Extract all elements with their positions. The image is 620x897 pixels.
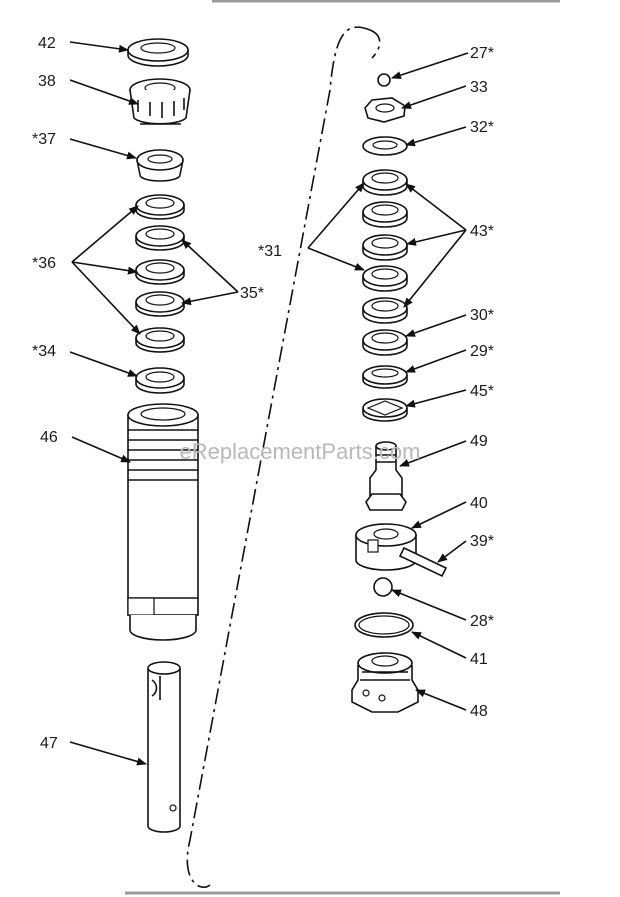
label-42: 42 xyxy=(38,35,56,52)
part-39-pin xyxy=(398,546,448,578)
label-37: *37 xyxy=(32,131,56,148)
part-31-packing-3 xyxy=(362,297,408,324)
label-47: 47 xyxy=(40,735,58,752)
label-46: 46 xyxy=(40,429,58,446)
part-40-valve-housing xyxy=(355,523,417,571)
part-33-nut xyxy=(364,97,406,123)
watermark-text: eReplacementParts.com xyxy=(180,439,421,464)
label-40: 40 xyxy=(470,495,488,512)
part-36-packing-1 xyxy=(135,194,185,220)
part-37-gland xyxy=(136,149,184,182)
part-30-packing xyxy=(362,329,408,356)
part-35-packing-2 xyxy=(135,291,185,317)
leader-lines xyxy=(69,41,469,766)
group-outline-cap xyxy=(369,29,381,59)
label-31: *31 xyxy=(258,243,282,260)
part-34-ring xyxy=(135,367,185,394)
part-48-foot-valve xyxy=(351,652,419,713)
part-31-packing-2 xyxy=(362,234,408,261)
part-35-packing-1 xyxy=(135,225,185,251)
part-45-ring xyxy=(362,398,408,422)
label-49: 49 xyxy=(470,433,488,450)
part-36-packing-3 xyxy=(135,327,185,353)
label-43: 43* xyxy=(470,223,494,240)
part-32-washer xyxy=(362,136,408,156)
label-33: 33 xyxy=(470,79,488,96)
part-29-packing xyxy=(362,365,408,389)
part-31-packing-1 xyxy=(362,169,408,196)
label-36: *36 xyxy=(32,255,56,272)
label-35: 35* xyxy=(240,285,264,302)
label-27: 27* xyxy=(470,45,494,62)
part-43-packing-2 xyxy=(362,265,408,292)
label-48: 48 xyxy=(470,703,488,720)
part-41-o-ring xyxy=(354,612,414,638)
label-41: 41 xyxy=(470,651,488,668)
part-28-ball xyxy=(373,577,393,597)
label-30: 30* xyxy=(470,307,494,324)
part-46-cylinder xyxy=(127,403,199,641)
part-36-packing-2 xyxy=(135,259,185,285)
part-47-displacement-rod xyxy=(147,661,181,833)
part-43-packing-1 xyxy=(362,201,408,228)
part-42-ring xyxy=(127,38,189,67)
label-38: 38 xyxy=(38,73,56,90)
part-38-packing-nut xyxy=(129,78,191,125)
label-34: *34 xyxy=(32,343,56,360)
label-39: 39* xyxy=(470,533,494,550)
part-27-ball xyxy=(377,73,391,87)
label-28: 28* xyxy=(470,613,494,630)
part-49-piston-stem xyxy=(365,441,407,511)
label-29: 29* xyxy=(470,343,494,360)
label-45: 45* xyxy=(470,383,494,400)
label-32: 32* xyxy=(470,119,494,136)
